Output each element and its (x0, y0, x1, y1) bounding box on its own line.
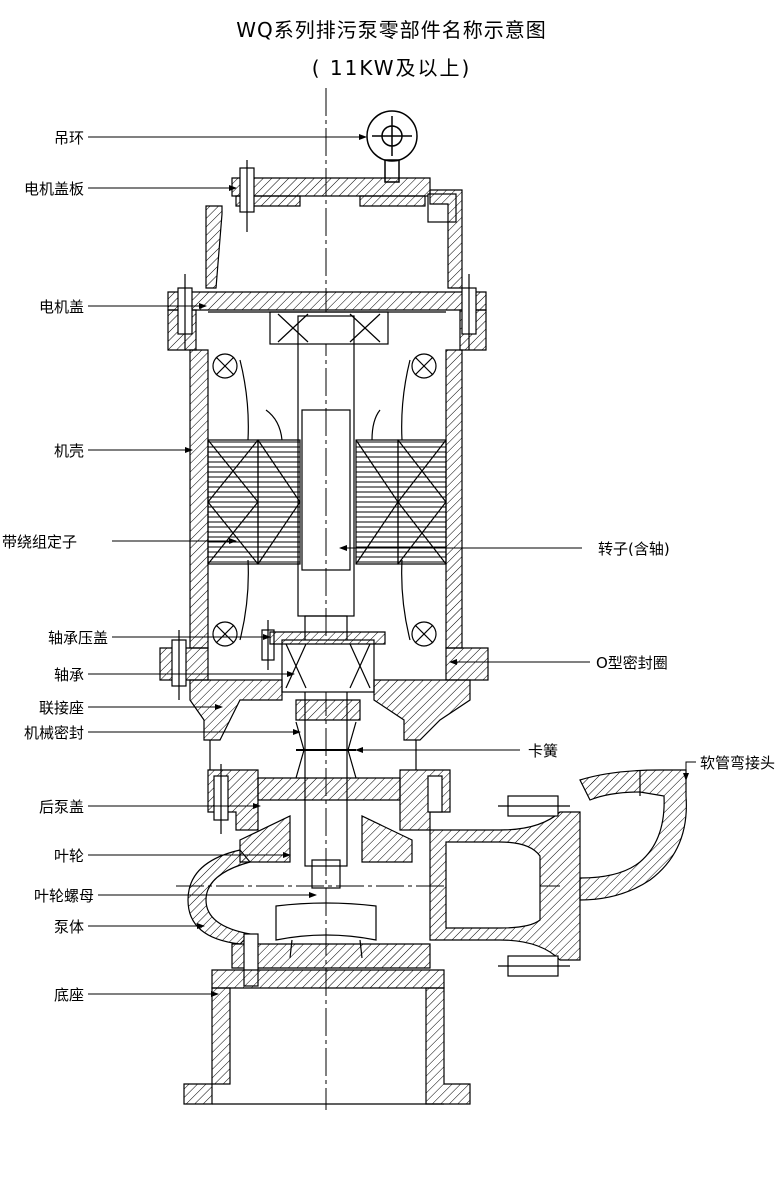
stator (207, 409, 447, 565)
label-mechanical-seal: 机械密封 (24, 724, 84, 742)
motor-cover-plate (231, 160, 457, 232)
label-bearing-gland: 轴承压盖 (48, 629, 108, 647)
label-base: 底座 (54, 986, 84, 1004)
label-impeller-nut: 叶轮螺母 (34, 887, 94, 905)
label-hose-elbow: 软管弯接头 (700, 754, 775, 772)
rotor-shaft (297, 315, 355, 889)
label-connecting-seat: 联接座 (39, 699, 84, 717)
lifting-ring (366, 110, 418, 183)
label-pump-body: 泵体 (54, 918, 84, 936)
motor-casing (189, 311, 463, 649)
hose-elbow (498, 769, 687, 977)
label-rear-pump-cover: 后泵盖 (39, 798, 84, 816)
leader-hose-elbow (683, 761, 696, 781)
winding-ends (212, 353, 437, 647)
diagram-subtitle: ( 11KW及以上) (311, 56, 472, 80)
diagram-title: WQ系列排污泵零部件名称示意图 (236, 18, 547, 42)
rear-pump-cover (207, 764, 451, 834)
label-lifting-ring: 吊环 (54, 129, 84, 147)
label-stator: 带绕组定子 (2, 533, 77, 551)
label-casing: 机壳 (54, 442, 84, 460)
label-rotor: 转子(含轴) (598, 540, 670, 558)
label-motor-cover-plate: 电机盖板 (24, 180, 84, 198)
base (183, 969, 471, 1105)
label-motor-cover: 电机盖 (39, 298, 84, 316)
label-impeller: 叶轮 (54, 847, 84, 865)
label-bearing: 轴承 (54, 666, 84, 684)
label-o-ring: O型密封圈 (596, 654, 668, 672)
connecting-seat (189, 679, 471, 770)
motor-cover (167, 189, 487, 351)
lower-flange (159, 620, 489, 700)
label-circlip: 卡簧 (528, 742, 558, 760)
